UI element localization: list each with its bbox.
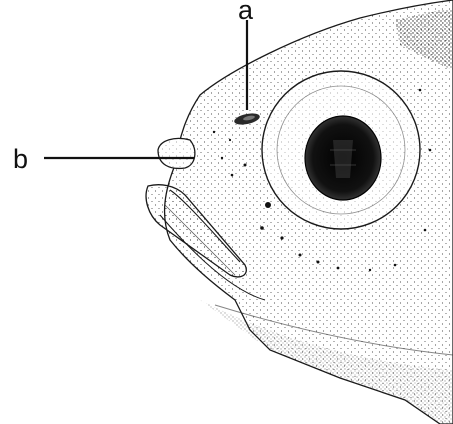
- label-a: a: [238, 0, 254, 25]
- eye: [262, 71, 420, 229]
- label-b: b: [13, 144, 28, 174]
- pupil-reflection: [333, 140, 353, 178]
- upper-lip: [158, 138, 195, 168]
